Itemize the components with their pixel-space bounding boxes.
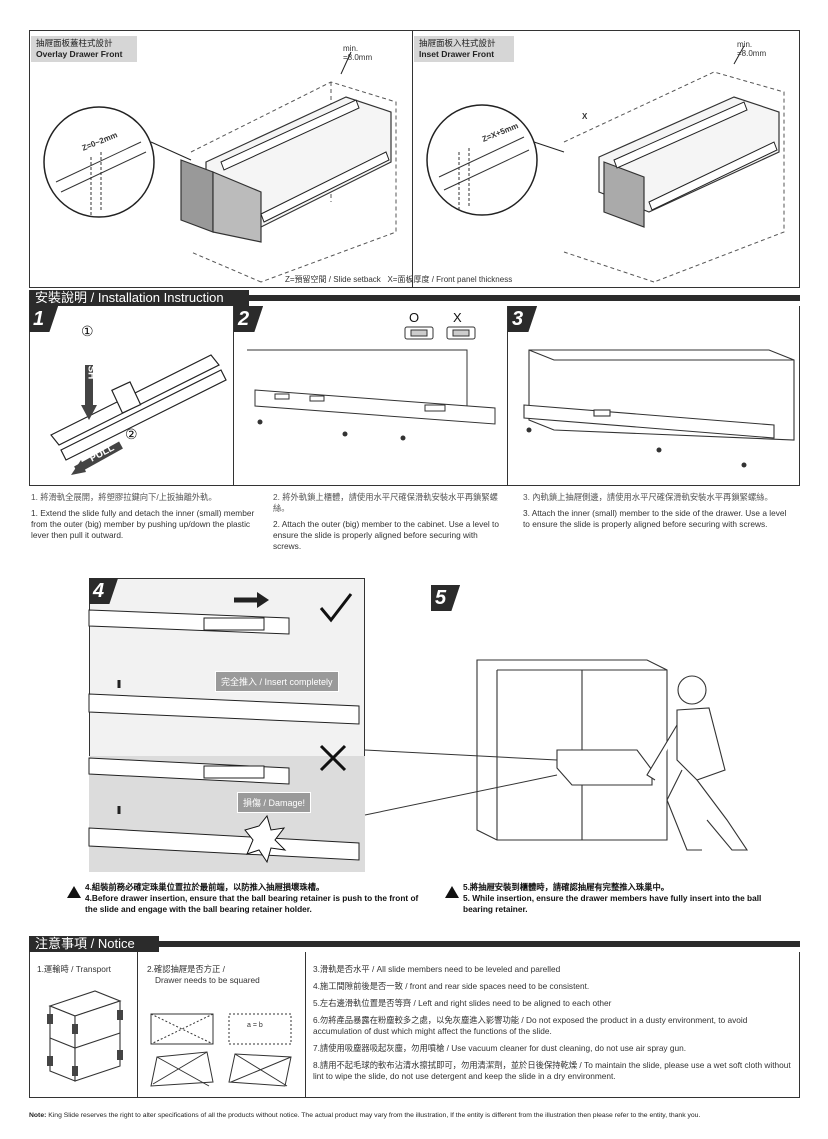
overlay-drawer-tag: 抽屜面板蓋柱式設計 Overlay Drawer Front — [31, 36, 137, 62]
notice-divider-1 — [137, 952, 138, 1098]
notice-list: 3.滑軌是否水平 / All slide members need to be … — [313, 964, 795, 1088]
footer-text: King Slide reserves the right to alter s… — [48, 1112, 701, 1119]
step1-en: 1. Extend the slide fully and detach the… — [31, 508, 255, 540]
step5-warn-zh: 5.將抽屜安裝到櫃體時，請確認抽屜有完整推入珠巢中。 — [463, 882, 670, 892]
inset-zh: 抽屜面板入柱式設計 — [419, 38, 496, 48]
notice-squared-en: Drawer needs to be squared — [155, 975, 260, 985]
step1-push-label: PUSH — [85, 351, 97, 380]
notice-item-6: 6.勿將產品暴露在粉塵較多之處，以免灰塵進入影響功能 / Do not expo… — [313, 1015, 748, 1036]
inset-min-label: min. — [737, 40, 753, 49]
overlay-min-label: min. — [343, 44, 359, 53]
warning-triangle-icon — [67, 886, 81, 898]
transport-box-illustration — [47, 990, 123, 1082]
step4-warn-en: 4.Before drawer insertion, ensure that t… — [85, 893, 419, 914]
overlay-zh: 抽屜面板蓋柱式設計 — [36, 38, 113, 48]
step4-warn-zh: 4.組裝前務必確定珠巢位置拉於最前端，以防推入抽屜損壞珠槽。 — [85, 882, 325, 892]
step3-en: 3. Attach the inner (small) member to th… — [523, 508, 787, 529]
notice-item-7: 7.請使用吸塵器吸起灰塵，勿用噴槍 / Use vacuum cleaner f… — [313, 1043, 687, 1053]
overlay-panel-divider — [412, 30, 413, 288]
step2-zh: 2. 將外軌鎖上櫃體，請使用水平尺確保滑軌安裝水平再鎖緊螺絲。 — [273, 492, 498, 513]
overlay-min-value: =8.0mm — [343, 53, 373, 62]
step3-zh: 3. 內軌鎖上抽屜側邊，請使用水平尺確保滑軌安裝水平再鎖緊螺絲。 — [523, 492, 773, 502]
inset-drawer-tag: 抽屜面板入柱式設計 Inset Drawer Front — [414, 36, 514, 62]
step2-ng-mark: X — [453, 310, 462, 325]
notice-bar-line — [159, 941, 800, 947]
step2-text: 2. 將外軌鎖上櫃體，請使用水平尺確保滑軌安裝水平再鎖緊螺絲。 2. Attac… — [273, 492, 505, 552]
step5-warn-en: 5. While insertion, ensure the drawer me… — [463, 893, 762, 914]
step4-warning: 4.組裝前務必確定珠巢位置拉於最前端，以防推入抽屜損壞珠槽。 4.Before … — [67, 882, 425, 915]
step1-slide-illustration — [50, 354, 227, 475]
notice-squared-zh: 2.確認抽屜是否方正 / — [147, 964, 225, 974]
installation-bar-line — [249, 295, 800, 301]
notice-transport: 1.運輸時 / Transport — [37, 964, 111, 974]
step3-drawer-illustration — [523, 349, 795, 468]
step1-circle-1: ① — [81, 323, 94, 339]
inset-min-value: =8.0mm — [737, 49, 767, 58]
overlay-drawer-diagram — [43, 51, 397, 283]
step1-zh: 1. 將滑軌全展開，將塑膠拉鍵向下/上扳抽離外軌。 — [31, 492, 217, 502]
step2-cabinet-illustration — [247, 326, 496, 441]
installation-title: 安裝說明 / Installation Instruction — [35, 290, 224, 305]
inset-en: Inset Drawer Front — [419, 49, 495, 59]
step2-divider — [233, 306, 234, 486]
step1-text: 1. 將滑軌全展開，將塑膠拉鍵向下/上扳抽離外軌。 1. Extend the … — [31, 492, 261, 541]
step3-text: 3. 內軌鎖上抽屜側邊，請使用水平尺確保滑軌安裝水平再鎖緊螺絲。 3. Atta… — [523, 492, 793, 530]
footer-label: Note: — [29, 1112, 47, 1119]
notice-title-bar: 注意事項 / Notice — [29, 936, 159, 952]
step2-ok-mark: O — [409, 310, 420, 325]
step3-divider — [507, 306, 508, 486]
step5-cabinet-person-illustration — [364, 659, 749, 851]
notice-item-3: 3.滑軌是否水平 / All slide members need to be … — [313, 964, 561, 974]
setback-legend: Z=預留空間 / Slide setback X=面板厚度 / Front pa… — [285, 275, 513, 284]
notice-item-5: 5.左右邊滑軌位置是否等齊 / Left and right slides ne… — [313, 998, 612, 1008]
step4-slides-illustration — [88, 592, 365, 872]
damage-label: 損傷 / Damage! — [237, 792, 312, 813]
notice-item-8: 8.請用不起毛球的軟布沾清水擦拭即可，勿用清潔劑，並於日後保持乾燥 / To m… — [313, 1060, 791, 1081]
overlay-en: Overlay Drawer Front — [36, 49, 123, 59]
step5-number: 5 — [431, 585, 461, 611]
step1-circle-2: ② — [125, 426, 138, 442]
step2-en: 2. Attach the outer (big) member to the … — [273, 519, 499, 551]
notice-item-4: 4.施工間隙前後是否一致 / front and rear side space… — [313, 981, 590, 991]
manual-page: 抽屜面板蓋柱式設計 Overlay Drawer Front min. =8.0… — [29, 30, 800, 1105]
inset-x-mark: X — [582, 112, 588, 121]
squared-drawer-illustration — [150, 1013, 292, 1087]
installation-title-bar: 安裝說明 / Installation Instruction — [29, 290, 249, 306]
insert-completely-label: 完全推入 / Insert completely — [215, 671, 339, 692]
notice-title: 注意事項 / Notice — [35, 936, 135, 951]
step5-warning: 5.將抽屜安裝到櫃體時，請確認抽屜有完整推入珠巢中。 5. While inse… — [445, 882, 783, 915]
footer-note: Note: King Slide reserves the right to a… — [29, 1112, 700, 1119]
square-mark: a = b — [247, 1022, 263, 1029]
notice-squared: 2.確認抽屜是否方正 / Drawer needs to be squared — [147, 964, 260, 986]
notice-divider-2 — [305, 952, 306, 1098]
warning-triangle-icon-2 — [445, 886, 459, 898]
inset-drawer-diagram — [426, 45, 785, 283]
